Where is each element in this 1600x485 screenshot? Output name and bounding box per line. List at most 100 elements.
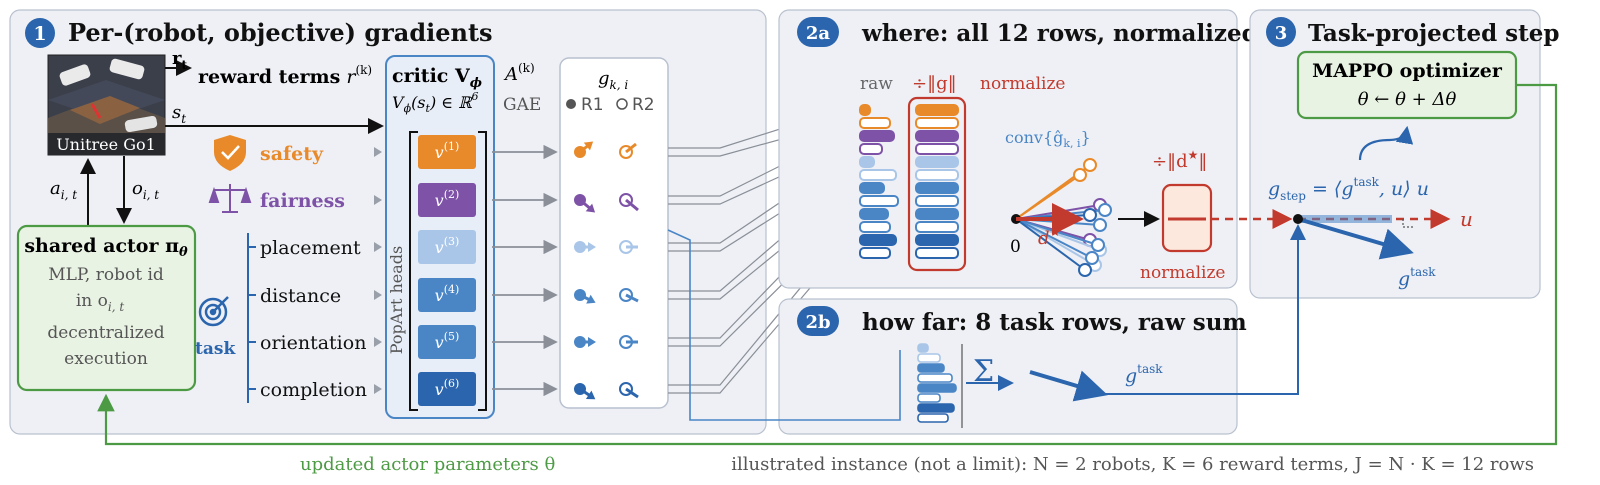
conv-ray-tip (1078, 263, 1092, 277)
conv-ray-tip (1091, 238, 1105, 252)
actor-line-3: decentralized (47, 323, 164, 343)
popart-head (418, 325, 476, 359)
conv-label: conv{ĝk, i} (1005, 128, 1091, 150)
safety-label: safety (260, 143, 324, 165)
panel-2b-frame (778, 298, 1238, 435)
robot-image: Unitree Go1 (47, 54, 166, 156)
task-sum-row (917, 353, 941, 363)
popart-head-label: v(2) (435, 188, 460, 210)
panel-2a: 2a where: all 12 rows, normalized raw ÷‖… (778, 9, 1258, 289)
r2-gradient-arrow (625, 198, 639, 212)
g-step-eq: gstep = ⟨gtask, u⟩ u (1268, 175, 1429, 203)
panel-1-badge (25, 18, 55, 48)
task-sum-row (917, 373, 953, 383)
step-to-optimizer-arrow (1358, 125, 1414, 161)
panel-1-badge-label: 1 (33, 23, 46, 45)
r2-label: R2 (632, 95, 655, 115)
heads-bracket-left (409, 131, 418, 411)
popart-head (418, 183, 476, 217)
normalized-row (915, 104, 959, 116)
div-d-label: ÷‖d★‖ (1152, 148, 1207, 172)
r1-gradient-head (588, 337, 596, 347)
g-ki-label: gk, i (598, 68, 628, 92)
g-task-vector-3 (1297, 217, 1414, 260)
popart-head (418, 372, 476, 406)
critic-input-arrowhead (374, 242, 382, 252)
conv-ray (1015, 218, 1093, 259)
task-row-label: distance (260, 285, 341, 307)
critic-input-arrowhead (374, 337, 382, 347)
normalize-box (907, 96, 967, 272)
panel-2b-badge-label: 2b (805, 312, 830, 333)
normalize-top-label: normalize (980, 74, 1065, 94)
robot-label: Unitree Go1 (56, 135, 156, 154)
r2-ring-icon (616, 98, 628, 110)
advantage-label: A(k) (503, 61, 535, 85)
panel-3-badge-label: 3 (1275, 23, 1288, 44)
critic-input-arrows (374, 147, 382, 394)
conv-ray (1015, 218, 1086, 271)
critic-eq: Vϕ(st) ∈ ℝ6 (392, 90, 479, 115)
task-row-label: placement (260, 237, 361, 259)
p3-origin-dot (1293, 214, 1303, 224)
actor-line-4: execution (64, 349, 148, 369)
task-sum-row (917, 383, 957, 393)
task-row-label: orientation (260, 332, 366, 354)
raw-label: raw (860, 74, 893, 94)
raw-row (859, 104, 871, 116)
r-t-label: rt (172, 48, 187, 72)
r1-dot-icon (566, 99, 576, 109)
optimizer-title: MAPPO optimizer (1312, 60, 1503, 82)
raw-row (859, 234, 897, 246)
critic-title: critic Vϕ (392, 65, 482, 91)
normalized-row (915, 234, 959, 246)
panel-2b-badge (797, 306, 839, 336)
fairness-label: fairness (260, 190, 345, 212)
task-sum-row (917, 403, 955, 413)
raw-row (859, 208, 889, 220)
panel-2b: 2b how far: 8 task rows, raw sum Σ gtask (778, 298, 1247, 435)
r2-gradient-arrow (625, 142, 637, 154)
r2-gradient-arrow (625, 387, 639, 399)
gae-label: GAE (503, 95, 541, 115)
task-sum-row (917, 363, 945, 373)
task-routing-line (667, 229, 901, 421)
normalized-row (915, 130, 959, 142)
popart-head-label: v(5) (435, 330, 460, 352)
task-sum-row (917, 393, 941, 403)
popart-head-label: v(3) (435, 235, 460, 257)
feedback-loop (97, 83, 1558, 446)
actor-line-1: MLP, robot id (48, 265, 164, 285)
conv-ray-tip (1073, 168, 1087, 182)
critic-input-arrowhead (374, 384, 382, 394)
g-task-vector (1029, 370, 1108, 402)
div-g-label: ÷‖g‖ (912, 73, 957, 94)
task-label: task (195, 339, 236, 359)
task-sum-row (917, 343, 929, 353)
r1-gradient-head (585, 390, 596, 400)
critic-input-arrowhead (374, 195, 382, 205)
panel-3-title: Task-projected step (1308, 20, 1559, 47)
panel-2a-badge (797, 17, 839, 47)
sigma-label: Σ (973, 354, 994, 389)
panel-2b-title: how far: 8 task rows, raw sum (862, 309, 1247, 336)
r1-label: R1 (581, 95, 604, 115)
normalized-row (915, 247, 959, 259)
panel-2a-badge-label: 2a (806, 23, 831, 44)
panel-2a-title: where: all 12 rows, normalized (861, 20, 1258, 47)
normalized-rows-stack (915, 104, 959, 259)
panel-1-title: Per-(robot, objective) gradients (68, 18, 493, 47)
g-task-label-3: gtask (1398, 265, 1436, 290)
normalized-row (915, 195, 959, 207)
normalized-row (915, 156, 959, 168)
raw-row (859, 117, 891, 129)
normalized-row (915, 182, 959, 194)
panel-3-badge (1266, 17, 1296, 47)
scales-icon (208, 184, 252, 213)
normalized-row (915, 221, 959, 233)
normalized-row (915, 169, 959, 181)
conv-ray-tip (1093, 218, 1107, 232)
